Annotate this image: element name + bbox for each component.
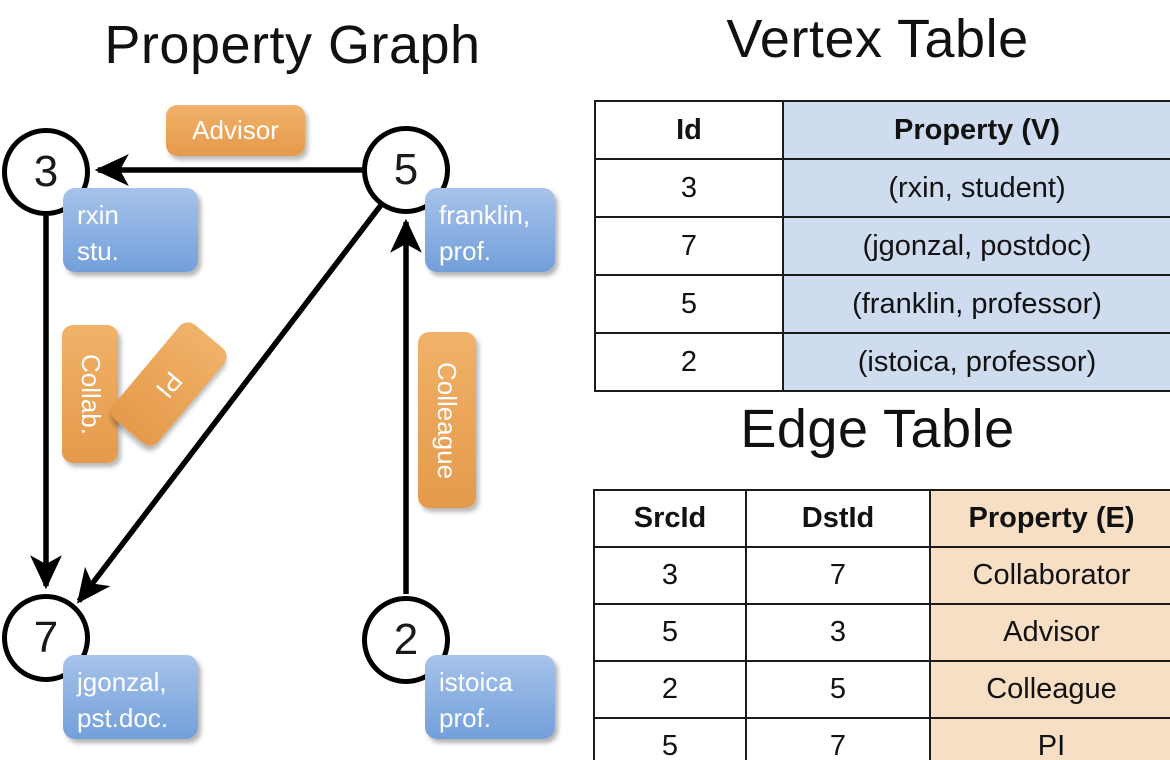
vertex-property-franklin-line1: franklin, xyxy=(439,200,531,230)
property-graph-title: Property Graph xyxy=(104,15,481,75)
graph-node-7-label: 7 xyxy=(33,613,59,662)
vertex-property-istoica-line1: istoica xyxy=(439,667,513,697)
vertex-property-rxin-line1: rxin xyxy=(77,200,119,230)
edge-table: SrcId DstId Property (E) 3 7 Collaborato… xyxy=(593,489,1170,760)
vertex-property-box-franklin: franklin, prof. xyxy=(425,188,555,272)
edge-row-2-property: Colleague xyxy=(929,660,1170,719)
vertex-table: Id Property (V) 3 (rxin, student) 7 (jgo… xyxy=(594,100,1170,392)
table-row: 2 (istoica, professor) xyxy=(594,332,1170,392)
edge-table-header-row: SrcId DstId Property (E) xyxy=(593,489,1170,548)
table-row: 5 (franklin, professor) xyxy=(594,274,1170,334)
vertex-table-header-row: Id Property (V) xyxy=(594,100,1170,160)
edge-row-2-src: 2 xyxy=(593,660,747,719)
edge-row-2-dst: 5 xyxy=(745,660,931,719)
vertex-row-3-property: (istoica, professor) xyxy=(782,332,1170,392)
table-row: 5 7 PI xyxy=(593,717,1170,760)
edge-table-header-property: Property (E) xyxy=(929,489,1170,548)
edge-row-3-src: 5 xyxy=(593,717,747,760)
edge-table-header-srcid: SrcId xyxy=(593,489,747,548)
graph-node-5[interactable]: 5 xyxy=(362,126,450,214)
vertex-row-0-id: 3 xyxy=(594,158,784,218)
edge-label-advisor-text: Advisor xyxy=(192,115,279,145)
table-row: 5 3 Advisor xyxy=(593,603,1170,662)
edge-row-1-dst: 3 xyxy=(745,603,931,662)
table-row: 7 (jgonzal, postdoc) xyxy=(594,216,1170,276)
property-graph-panel: 3 5 7 2 rxin stu. franklin, prof. jgonza… xyxy=(2,105,555,739)
vertex-row-2-property: (franklin, professor) xyxy=(782,274,1170,334)
edge-label-colleague: Colleague xyxy=(418,332,476,508)
vertex-table-header-id: Id xyxy=(594,100,784,160)
vertex-table-title: Vertex Table xyxy=(726,9,1029,69)
edge-label-advisor: Advisor xyxy=(166,105,305,156)
edge-table-title: Edge Table xyxy=(740,399,1015,459)
edge-label-colleague-text: Colleague xyxy=(432,361,463,479)
vertex-row-1-property: (jgonzal, postdoc) xyxy=(782,216,1170,276)
edge-row-3-dst: 7 xyxy=(745,717,931,760)
edge-row-0-property: Collaborator xyxy=(929,546,1170,605)
vertex-property-istoica-line2: prof. xyxy=(439,702,492,733)
edge-label-collab-text: Collab. xyxy=(75,353,106,435)
vertex-property-jgonzal-line1: jgonzal, xyxy=(77,667,167,697)
vertex-property-box-jgonzal: jgonzal, pst.doc. xyxy=(63,655,198,739)
vertex-row-3-id: 2 xyxy=(594,332,784,392)
graph-edges-svg xyxy=(30,154,422,604)
edge-row-1-src: 5 xyxy=(593,603,747,662)
graph-node-2[interactable]: 2 xyxy=(362,596,450,684)
graph-node-3-label: 3 xyxy=(33,147,59,196)
vertex-property-jgonzal-line2: pst.doc. xyxy=(77,702,169,733)
vertex-row-2-id: 5 xyxy=(594,274,784,334)
edge-table-header-dstid: DstId xyxy=(745,489,931,548)
vertex-property-rxin-line2: stu. xyxy=(77,235,119,266)
table-row: 2 5 Colleague xyxy=(593,660,1170,719)
vertex-row-0-property: (rxin, student) xyxy=(782,158,1170,218)
edge-row-0-src: 3 xyxy=(593,546,747,605)
vertex-row-1-id: 7 xyxy=(594,216,784,276)
edge-row-1-property: Advisor xyxy=(929,603,1170,662)
vertex-property-box-istoica: istoica prof. xyxy=(425,655,555,739)
vertex-property-franklin-line2: prof. xyxy=(439,235,492,266)
table-row: 3 (rxin, student) xyxy=(594,158,1170,218)
edge-5-to-7-pi xyxy=(76,203,384,604)
graph-node-2-label: 2 xyxy=(393,615,419,664)
graph-node-5-label: 5 xyxy=(393,145,419,194)
edge-label-collab: Collab. xyxy=(62,325,118,463)
edge-row-3-property: PI xyxy=(929,717,1170,760)
table-row: 3 7 Collaborator xyxy=(593,546,1170,605)
edge-row-0-dst: 7 xyxy=(745,546,931,605)
vertex-property-box-rxin: rxin stu. xyxy=(63,188,198,272)
edge-label-pi-text: PI xyxy=(149,365,189,404)
vertex-table-header-property: Property (V) xyxy=(782,100,1170,160)
